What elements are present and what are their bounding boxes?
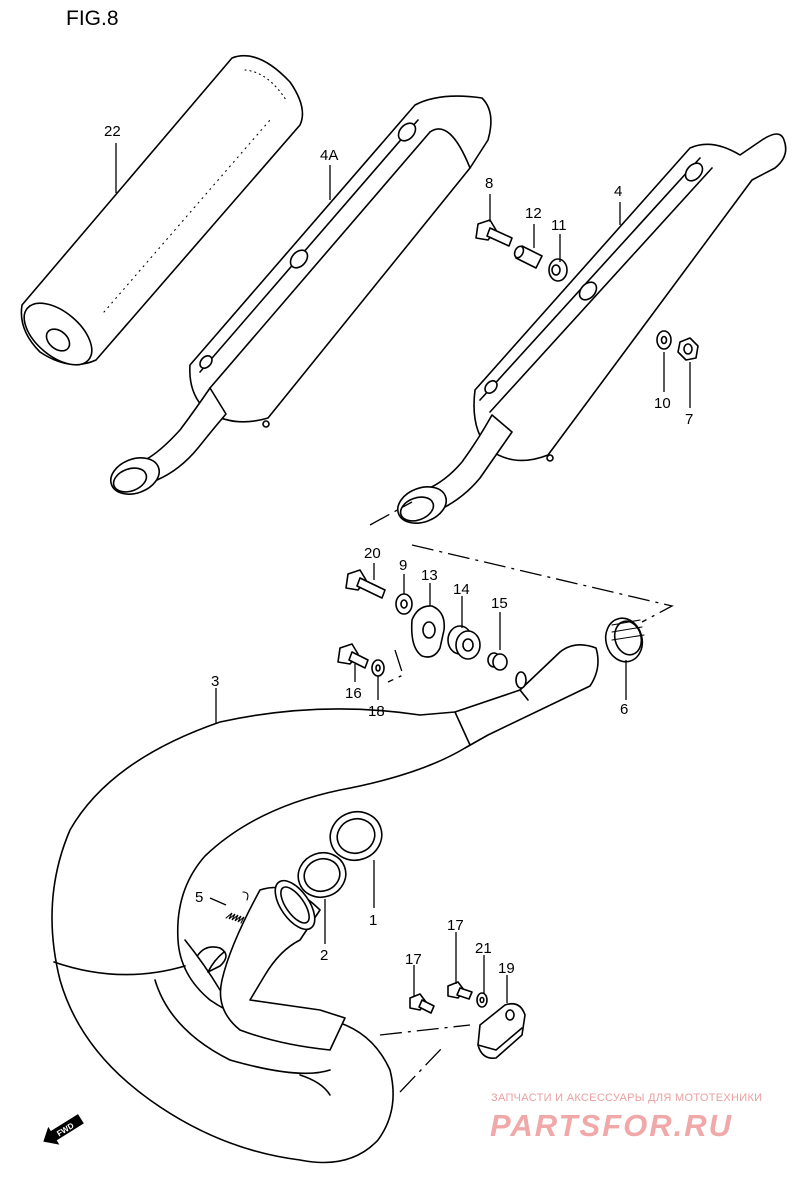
- callout-11: 11: [551, 217, 567, 234]
- part-14-cushion: [447, 625, 481, 660]
- part-8-bolt: [475, 219, 513, 247]
- watermark: ЗАПЧАСТИ И АКСЕССУАРЫ ДЛЯ МОТОТЕХНИКИ PA…: [490, 1092, 762, 1143]
- part-11-cushion: [548, 258, 568, 282]
- callout-17-upper: 17: [447, 917, 464, 934]
- part-4-silencer: [396, 133, 787, 524]
- callout-2: 2: [320, 947, 328, 964]
- callout-6: 6: [620, 701, 628, 718]
- callout-19: 19: [498, 960, 515, 977]
- callout-labels: 22 4A 8 12 11 4 10 7 20 9 13 14 15 6 16 …: [104, 123, 693, 977]
- callout-12: 12: [525, 205, 542, 222]
- callout-8: 8: [485, 175, 493, 192]
- callout-10: 10: [654, 395, 671, 412]
- part-13-bracket: [410, 605, 446, 658]
- callout-22: 22: [104, 123, 121, 140]
- part-10-washer: [656, 330, 672, 350]
- part-16-bolt: [337, 643, 369, 669]
- part-7-nut: [677, 337, 699, 361]
- part-22-muffler-cover: [20, 54, 304, 366]
- part-1-gasket: [329, 810, 383, 862]
- assembly-guide-end-cap: [379, 1024, 471, 1093]
- callout-1: 1: [369, 912, 377, 929]
- part-5-spring: [225, 891, 249, 924]
- part-20-bolt: [345, 569, 386, 599]
- hanger-hook: [197, 946, 227, 973]
- callout-16: 16: [345, 685, 362, 702]
- callout-7: 7: [685, 411, 693, 428]
- callout-15: 15: [491, 595, 508, 612]
- part-18-washer: [371, 659, 385, 677]
- part-12-spacer: [513, 245, 543, 269]
- leader-lines: [115, 143, 691, 1003]
- watermark-tagline: ЗАПЧАСТИ И АКСЕССУАРЫ ДЛЯ МОТОТЕХНИКИ: [491, 1092, 762, 1104]
- callout-21: 21: [475, 940, 492, 957]
- part-3-expansion-chamber: [51, 644, 599, 1164]
- callout-5: 5: [195, 889, 203, 906]
- part-17-bolt-upper: [447, 981, 473, 1000]
- forward-arrow-icon: FWD: [43, 1114, 84, 1145]
- assembly-guide-line: [369, 501, 674, 683]
- callout-4: 4: [614, 183, 622, 200]
- part-6-joint: [604, 617, 645, 663]
- part-2-gasket: [297, 851, 347, 899]
- part-17-bolt-lower: [409, 993, 435, 1014]
- callout-20: 20: [364, 545, 381, 562]
- part-21-washer: [476, 992, 488, 1008]
- callout-18: 18: [368, 703, 385, 720]
- callout-9: 9: [399, 557, 407, 574]
- part-19-end-cap: [477, 1002, 526, 1060]
- watermark-brand: PARTSFOR.RU: [490, 1108, 733, 1143]
- callout-3: 3: [211, 673, 219, 690]
- part-4a-silencer: [109, 95, 492, 495]
- callout-4a: 4A: [320, 147, 338, 164]
- part-9-washer: [395, 593, 413, 615]
- part-15-collar: [487, 652, 508, 671]
- callout-17-lower: 17: [405, 951, 422, 968]
- callout-13: 13: [421, 567, 438, 584]
- callout-14: 14: [453, 581, 470, 598]
- figure-title: FIG.8: [66, 7, 119, 30]
